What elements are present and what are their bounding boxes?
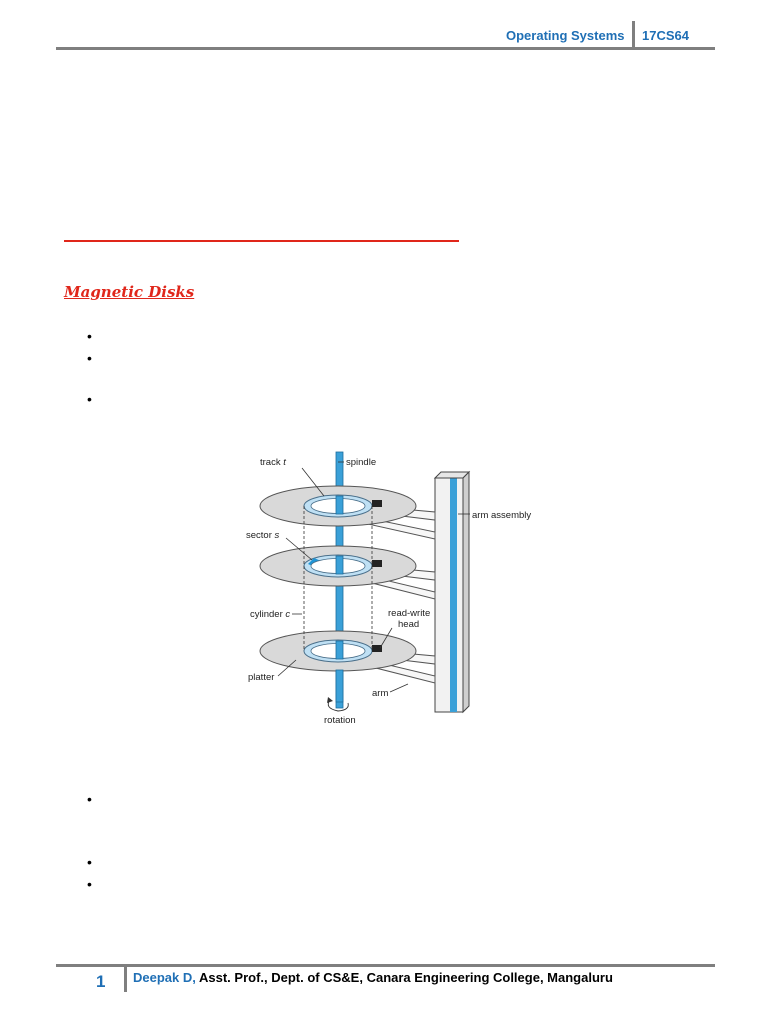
arm-assembly-column (434, 477, 464, 713)
platter-top (259, 485, 417, 527)
bullet-point: • (87, 328, 92, 344)
bullet-point: • (87, 854, 92, 870)
section-divider (64, 240, 459, 242)
label-sector: sector s (246, 530, 280, 541)
platter-middle (259, 545, 417, 587)
bullet-point: • (87, 350, 92, 366)
arm-assembly-side (462, 470, 470, 714)
footer-separator (124, 964, 127, 992)
bullet-point: • (87, 391, 92, 407)
header-rule (56, 47, 715, 50)
rotation-arrow (327, 699, 349, 712)
header-separator (632, 21, 635, 50)
bullet-point: • (87, 791, 92, 807)
leader-lines (277, 461, 470, 693)
footer-rule (56, 964, 715, 967)
label-rotation: rotation (324, 715, 356, 726)
label-platter: platter (248, 672, 274, 683)
disk-diagram-svg: track t spindle arm assembly sector s cy… (246, 451, 531, 726)
spindle-lower (335, 669, 344, 703)
footer-affiliation: Asst. Prof., Dept. of CS&E, Canara Engin… (195, 970, 613, 985)
footer-credit: Deepak D, Asst. Prof., Dept. of CS&E, Ca… (133, 970, 613, 985)
section-heading: Magnetic Disks (64, 283, 195, 301)
label-arm: arm (372, 688, 388, 699)
arm-assembly-stripe (450, 478, 457, 712)
label-spindle: spindle (346, 457, 376, 468)
label-cylinder: cylinder c (250, 609, 290, 620)
disk-mechanism-diagram: track t spindle arm assembly sector s cy… (238, 448, 538, 733)
footer-author: Deepak D, (133, 970, 196, 985)
bullet-point: • (87, 876, 92, 892)
header-title: Operating Systems (506, 28, 625, 43)
platter-bottom (259, 630, 417, 672)
label-read-write-1: read-write (388, 608, 430, 619)
label-read-write-2: head (398, 619, 419, 630)
header-course-code: 17CS64 (642, 28, 689, 43)
label-track: track t (260, 457, 286, 468)
label-arm-assembly: arm assembly (472, 510, 531, 521)
page-number: 1 (96, 972, 106, 991)
